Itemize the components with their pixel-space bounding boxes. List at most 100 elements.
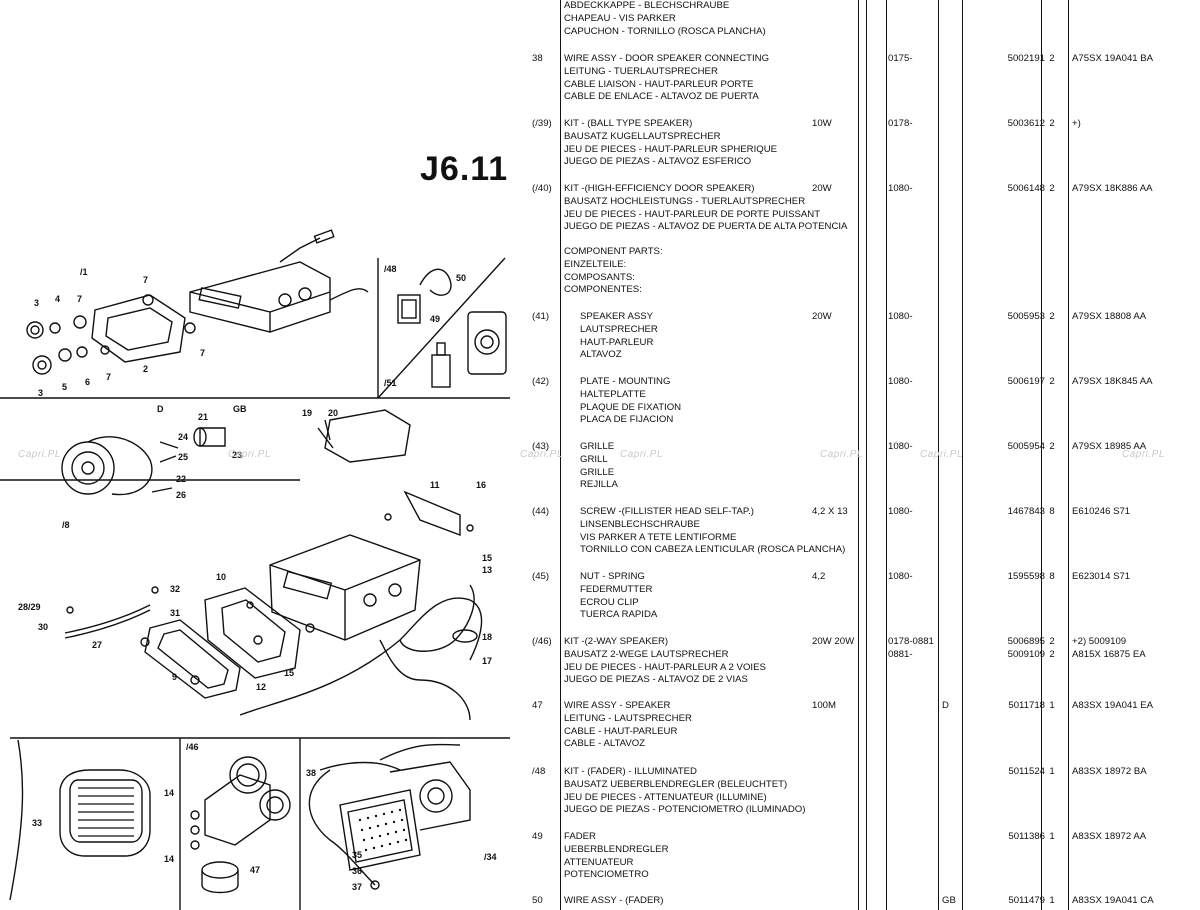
item-ref: /48 (532, 766, 546, 777)
diagram-callout: 17 (482, 656, 492, 666)
item-description: SCREW -(FILLISTER HEAD SELF-TAP.) LINSEN… (580, 506, 846, 556)
item-spec: 10W (812, 118, 832, 129)
watermark: Capri.PL (920, 449, 963, 460)
panel-label-8: /8 (62, 520, 70, 530)
item-engineering-number: A79SX 18808 AA (1072, 311, 1147, 322)
column-rule (560, 0, 561, 910)
item-engineering-number: A83SX 19A041 CA (1072, 895, 1154, 906)
item-quantity: 8 (1049, 506, 1055, 517)
item-spec: 20W (812, 183, 832, 194)
diagram-callout: 12 (256, 682, 266, 692)
panel-label-48: /48 (384, 264, 397, 274)
diagram-callout: 15 (284, 668, 294, 678)
item-part-number: 5005954 (1007, 441, 1045, 452)
diagram-callout: 2 (143, 364, 148, 374)
diagram-callout: 16 (476, 480, 486, 490)
watermark: Capri.PL (820, 449, 863, 460)
panel-label-46: /46 (186, 742, 199, 752)
item-engineering-number: A79SX 18K886 AA (1072, 183, 1153, 194)
item-engineering-number: +) (1072, 118, 1081, 129)
item-part-number: 5006895 5009109 (1007, 636, 1045, 660)
diagram-callout: 35 (352, 850, 362, 860)
item-market: D (942, 700, 949, 711)
item-description: FADER UEBERBLENDREGLER ATTENUATEUR POTEN… (564, 831, 669, 881)
item-description: PLATE - MOUNTING HALTEPLATTE PLAQUE DE F… (580, 376, 682, 426)
item-engineering-number: A75SX 19A041 BA (1072, 53, 1154, 64)
diagram-callout: 24 (178, 432, 188, 442)
item-part-number: 5011479 (1008, 895, 1045, 906)
item-part-number: 1467843 (1007, 506, 1045, 517)
diagram-callout: 33 (32, 818, 42, 828)
item-description: KIT - (FADER) - ILLUMINATED BAUSATZ UEBE… (564, 766, 806, 816)
diagram-callout: 19 (302, 408, 312, 418)
item-engineering-number: A79SX 18K845 AA (1072, 376, 1153, 387)
item-spec: 4,2 (812, 571, 826, 582)
column-rule (858, 0, 859, 910)
item-part-number: 5011386 (1008, 831, 1045, 842)
diagram-callout: /34 (484, 852, 497, 862)
diagram-callout: 7 (77, 294, 82, 304)
item-quantity: 2 (1049, 441, 1055, 452)
item-date-range: 1080- (888, 311, 913, 322)
item-quantity: 2 (1049, 376, 1055, 387)
item-ref: (42) (532, 376, 550, 387)
item-part-number: 1595598 (1007, 571, 1045, 582)
item-date-range: 1080- (888, 441, 913, 452)
item-description: WIRE ASSY - (FADER) (564, 895, 664, 906)
item-part-number: 5011718 (1008, 700, 1045, 711)
panel-label-51: /51 (384, 378, 397, 388)
item-spec: 4,2 X 13 (812, 506, 848, 517)
diagram-callout: 28/29 (18, 602, 41, 612)
item-date-range: 0175- (888, 53, 913, 64)
item-date-range: 0178-0881 0881- (888, 636, 934, 660)
exploded-parts-diagram: /1 /48 /51 D GB /8 /46 34567772375049212… (0, 229, 510, 910)
diagram-callout: 5 (62, 382, 67, 392)
item-date-range: 1080- (888, 571, 913, 582)
panel-label-1: /1 (80, 267, 88, 277)
item-quantity: 1 (1049, 895, 1055, 906)
watermark: Capri.PL (1122, 449, 1165, 460)
item-date-range: 0178- (888, 118, 913, 129)
item-ref: (/46) (532, 636, 552, 647)
item-ref: (43) (532, 441, 550, 452)
item-ref: 38 (532, 53, 543, 64)
item-description: KIT -(2-WAY SPEAKER) BAUSATZ 2-WEGE LAUT… (564, 636, 766, 686)
item-ref: (45) (532, 571, 550, 582)
diagram-callout: 23 (232, 450, 242, 460)
item-spec: 100M (812, 700, 836, 711)
item-quantity: 2 2 (1049, 636, 1055, 660)
diagram-callout: 14 (164, 788, 174, 798)
watermark: Capri.PL (620, 449, 663, 460)
panel-label-d: D (157, 404, 164, 414)
item-date-range: 1080- (888, 376, 913, 387)
item-engineering-number: E610246 S71 (1072, 506, 1131, 517)
item-description: SPEAKER ASSY LAUTSPRECHER HAUT-PARLEUR A… (580, 311, 658, 361)
item-quantity: 1 (1049, 766, 1055, 777)
diagram-callout: 26 (176, 490, 186, 500)
diagram-callout: 3 (34, 298, 39, 308)
item-part-number: 5005953 (1007, 311, 1045, 322)
watermark: Capri.PL (520, 449, 563, 460)
item-part-number: 5006197 (1007, 376, 1045, 387)
diagram-callout: 32 (170, 584, 180, 594)
diagram-callout: 22 (176, 474, 186, 484)
column-rule (1068, 0, 1069, 910)
panel-label-gb: GB (233, 404, 247, 414)
item-engineering-number: A83SX 18972 AA (1072, 831, 1147, 842)
item-ref: 50 (532, 895, 543, 906)
item-part-number: 5002191 (1007, 53, 1045, 64)
column-rule (866, 0, 867, 910)
item-description: COMPONENT PARTS: EINZELTEILE: COMPOSANTS… (564, 246, 663, 296)
diagram-callout: 37 (352, 882, 362, 892)
item-description: NUT - SPRING FEDERMUTTER ECROU CLIP TUER… (580, 571, 658, 621)
diagram-callout: 25 (178, 452, 188, 462)
item-quantity: 1 (1049, 700, 1055, 711)
diagram-callout: 31 (170, 608, 180, 618)
diagram-callout: 7 (106, 372, 111, 382)
diagram-callout: 3 (38, 388, 43, 398)
parts-table: ABDECKKAPPE - BLECHSCHRAUBE CHAPEAU - VI… (520, 0, 1200, 910)
item-description: ABDECKKAPPE - BLECHSCHRAUBE CHAPEAU - VI… (564, 0, 766, 37)
item-engineering-number: A83SX 19A041 EA (1072, 700, 1154, 711)
diagram-callout: 50 (456, 273, 466, 283)
diagram-callout: 9 (172, 672, 177, 682)
